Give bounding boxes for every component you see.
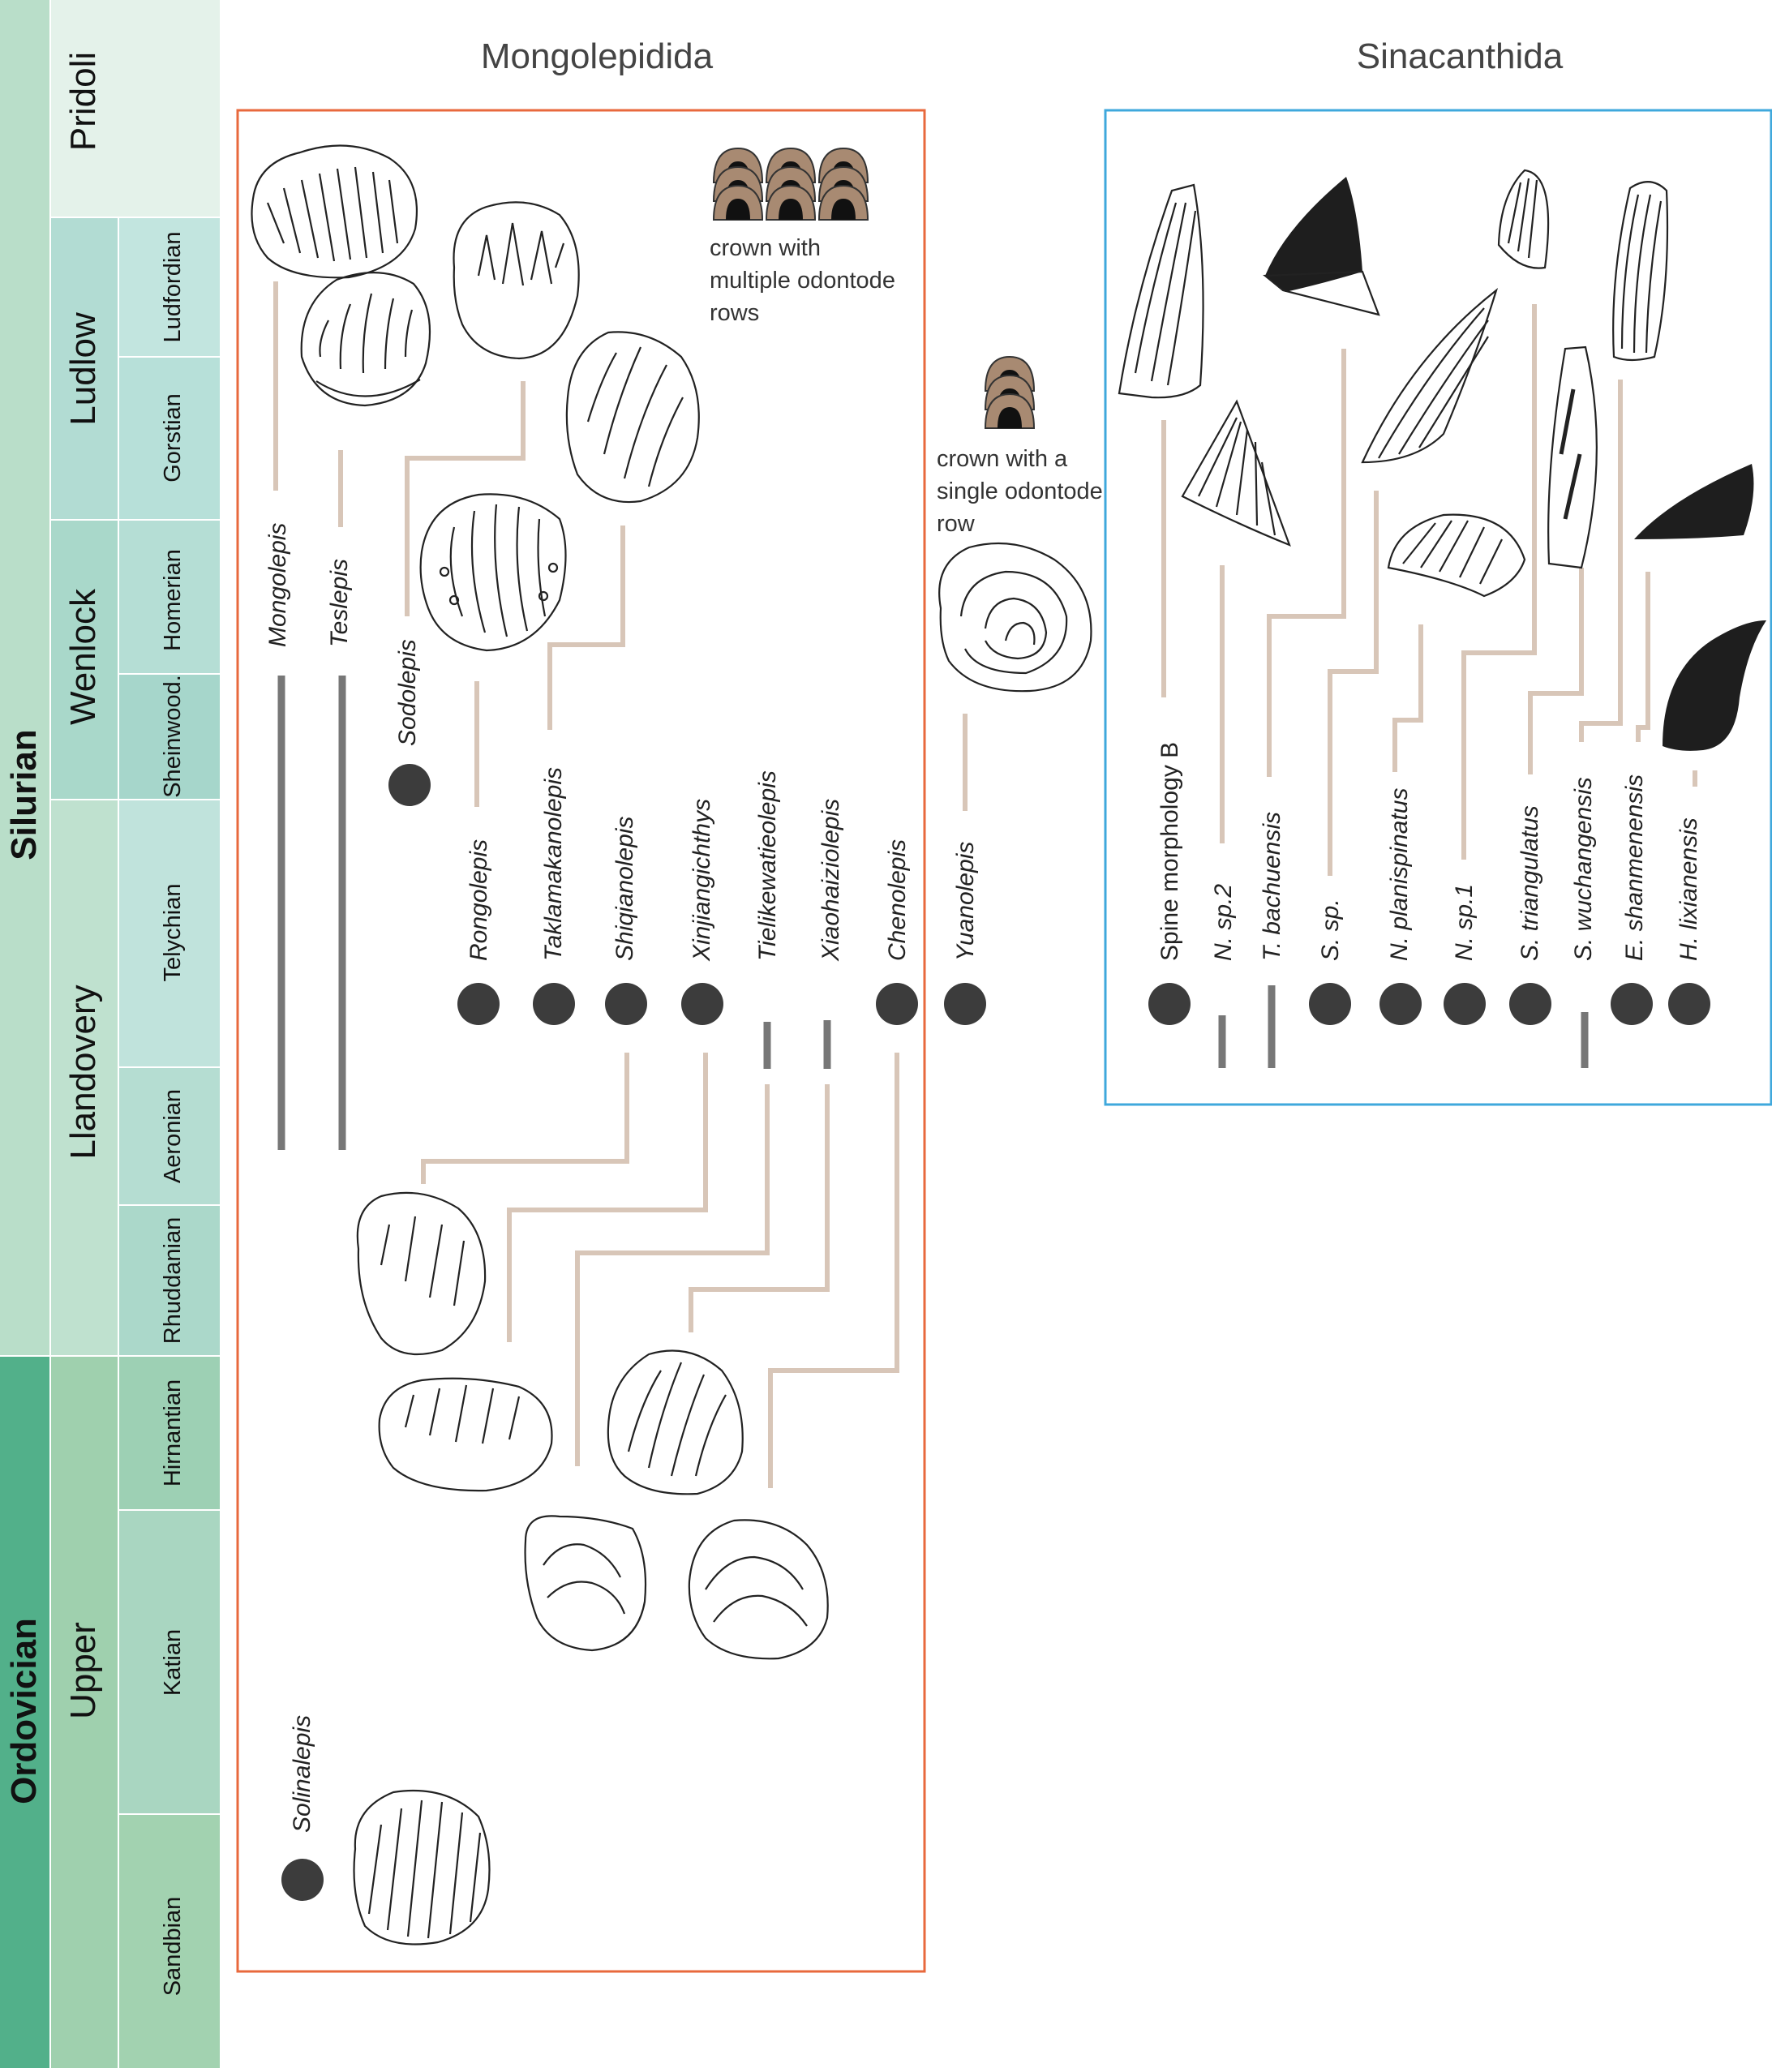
single-odontode-row-icon bbox=[985, 356, 1035, 429]
dot-solinalepis bbox=[281, 1859, 324, 1901]
range-bars bbox=[277, 676, 1589, 1150]
dot-spine-b bbox=[1148, 983, 1191, 1025]
stage-label-sandbian: Sandbian bbox=[160, 1897, 186, 1997]
stage-label-homerian: Homerian bbox=[160, 549, 186, 651]
mongolepis-scale-drawing bbox=[251, 144, 418, 279]
teslepis-scale-drawing bbox=[300, 272, 431, 407]
taxon-label-tielikewatieolepis: Tielikewatieolepis bbox=[754, 770, 781, 961]
timescale-column: Silurian Ordovician Pridoli Ludlow Wenlo… bbox=[0, 0, 221, 2068]
taxon-label-h-lixianensis: H. lixianensis bbox=[1675, 817, 1702, 961]
taxon-label-mongolepis: Mongolepis bbox=[264, 523, 291, 647]
fossil-scale-drawings bbox=[251, 144, 1092, 1945]
annotation-multiple-rows-line3: rows bbox=[710, 300, 759, 326]
n-planispinatus-drawing bbox=[1387, 513, 1526, 598]
annotation-multiple-rows-line2: multiple odontode bbox=[710, 268, 895, 294]
annotation-multiple-rows-line1: crown with bbox=[710, 235, 821, 261]
dot-xinjiangichthys bbox=[681, 983, 723, 1025]
stage-label-ludfordian: Ludfordian bbox=[160, 231, 186, 342]
taxon-label-t-bachuensis: T. bachuensis bbox=[1259, 812, 1285, 961]
dot-sodolepis bbox=[388, 764, 431, 806]
dot-n-sp1 bbox=[1444, 983, 1486, 1025]
stage-label-sheinwoodian: Sheinwood. bbox=[160, 675, 186, 798]
lower-scale-4-drawing bbox=[524, 1515, 647, 1652]
dot-s-sp bbox=[1309, 983, 1351, 1025]
lower-scale-5-drawing bbox=[688, 1519, 829, 1660]
stage-label-rhuddanian: Rhuddanian bbox=[160, 1217, 186, 1344]
n-sp1-drawing bbox=[1497, 169, 1550, 269]
dot-yuanolepis bbox=[944, 983, 986, 1025]
annotation-single-row-line1: crown with a bbox=[937, 446, 1068, 472]
s-triangulatus-drawing bbox=[1547, 345, 1598, 569]
taxon-label-chenolepis: Chenolepis bbox=[884, 839, 911, 961]
annotation-single-row-line3: row bbox=[937, 511, 976, 537]
group-title-sinacanthida: Sinacanthida bbox=[1357, 36, 1564, 76]
annotation-single-row-line2: single odontode bbox=[937, 478, 1103, 504]
solinalepis-scale-drawing bbox=[353, 1789, 491, 1945]
taxon-label-taklamakanolepis: Taklamakanolepis bbox=[540, 767, 567, 961]
sinacanthida-box bbox=[1104, 109, 1772, 1106]
stage-label-aeronian: Aeronian bbox=[160, 1089, 186, 1183]
series-label-llandovery: Llandovery bbox=[63, 985, 103, 1159]
stage-label-hirnantian: Hirnantian bbox=[160, 1379, 186, 1486]
spine-drawings bbox=[1118, 169, 1766, 751]
lower-scale-2-drawing bbox=[378, 1377, 553, 1492]
dot-chenolepis bbox=[876, 983, 918, 1025]
spine-b-drawing bbox=[1118, 183, 1204, 399]
s-wuchangensis-drawing bbox=[1612, 181, 1669, 362]
s-sp-drawing bbox=[1361, 287, 1499, 464]
taxon-label-e-shanmenensis: E. shanmenensis bbox=[1621, 774, 1648, 961]
sodolepis-scale-drawing bbox=[453, 201, 580, 360]
series-label-wenlock: Wenlock bbox=[63, 588, 103, 725]
dot-shiqianolepis bbox=[605, 983, 647, 1025]
dot-rongolepis bbox=[457, 983, 500, 1025]
taxon-label-xinjiangichthys: Xinjiangichthys bbox=[689, 799, 715, 962]
taxon-label-yuanolepis: Yuanolepis bbox=[952, 842, 979, 961]
stage-label-telychian: Telychian bbox=[160, 884, 186, 982]
taklamakanolepis-scale-drawing bbox=[565, 331, 700, 504]
yuanolepis-scale-drawing bbox=[938, 542, 1092, 693]
taxon-label-s-wuchangensis: S. wuchangensis bbox=[1570, 777, 1597, 961]
lower-scale-3-drawing bbox=[607, 1349, 744, 1495]
connector-lines bbox=[273, 281, 1697, 1488]
taxon-label-xiaohaiziolepis: Xiaohaiziolepis bbox=[817, 799, 844, 962]
lower-scale-1-drawing bbox=[356, 1191, 487, 1356]
taxon-label-sodolepis: Sodolepis bbox=[394, 639, 421, 746]
stage-label-gorstian: Gorstian bbox=[160, 393, 186, 483]
dot-e-shanmenensis bbox=[1611, 983, 1653, 1025]
multiple-odontode-rows-icon bbox=[713, 148, 869, 221]
dot-h-lixianensis bbox=[1668, 983, 1710, 1025]
n-sp2-drawing bbox=[1181, 399, 1291, 547]
taxon-label-s-sp: S. sp. bbox=[1317, 899, 1344, 961]
system-label-ordovician: Ordovician bbox=[4, 1618, 44, 1804]
mongolepidida-box bbox=[236, 109, 926, 1973]
taxon-label-teslepis: Teslepis bbox=[326, 559, 353, 647]
h-lixianensis-drawing bbox=[1663, 620, 1766, 751]
taxon-label-shiqianolepis: Shiqianolepis bbox=[611, 817, 638, 961]
system-label-silurian: Silurian bbox=[4, 729, 44, 860]
taxon-label-spine-b: Spine morphology B bbox=[1156, 742, 1183, 961]
e-shanmenensis-drawing bbox=[1634, 464, 1754, 539]
series-label-ludlow: Ludlow bbox=[63, 312, 103, 426]
t-bachuensis-drawing bbox=[1263, 177, 1380, 316]
series-label-pridoli: Pridoli bbox=[63, 52, 103, 151]
dot-n-planispinatus bbox=[1379, 983, 1422, 1025]
dot-s-triangulatus bbox=[1509, 983, 1551, 1025]
taxon-labels: Mongolepis Teslepis Sodolepis Rongolepis… bbox=[264, 523, 1702, 1833]
taxon-label-rongolepis: Rongolepis bbox=[466, 839, 492, 961]
occurrence-dots bbox=[281, 764, 1710, 1901]
rongolepis-scale-drawing bbox=[419, 493, 567, 652]
dot-taklamakanolepis bbox=[533, 983, 575, 1025]
group-title-mongolepidida: Mongolepidida bbox=[481, 36, 714, 76]
stage-label-katian: Katian bbox=[160, 1629, 186, 1696]
taxon-label-s-triangulatus: S. triangulatus bbox=[1517, 805, 1543, 961]
series-label-upper: Upper bbox=[63, 1622, 103, 1719]
taxon-label-n-sp2: N. sp.2 bbox=[1210, 884, 1237, 961]
taxon-label-solinalepis: Solinalepis bbox=[289, 1715, 315, 1833]
taxon-label-n-planispinatus: N. planispinatus bbox=[1386, 788, 1413, 961]
taxon-label-n-sp1: N. sp.1 bbox=[1451, 884, 1478, 961]
